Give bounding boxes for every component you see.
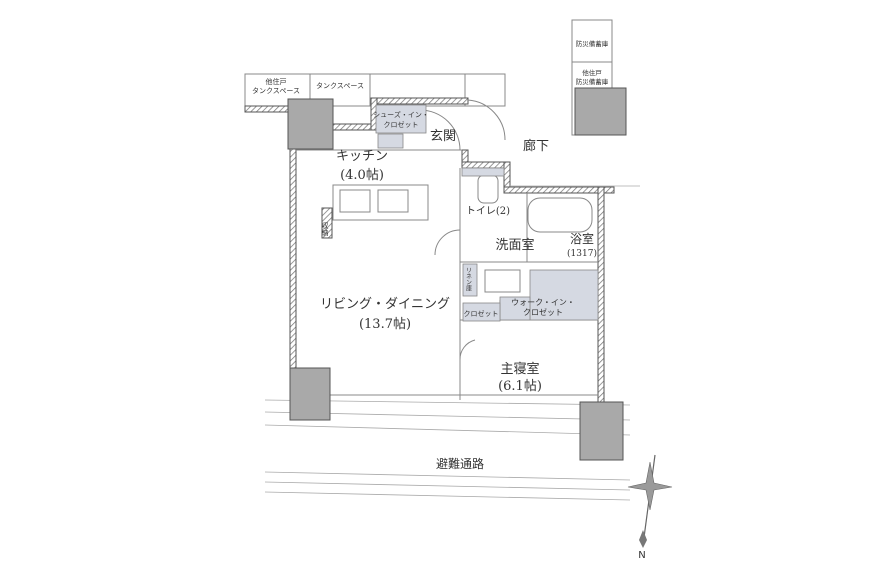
closet-area xyxy=(462,302,501,322)
linen-label: リネン庫 xyxy=(465,267,472,292)
washroom-label: 洗面室 xyxy=(495,237,534,253)
evacuation-path-label: 避難通路 xyxy=(436,456,484,471)
living-dining-label: リビング・ダイニング xyxy=(320,297,450,312)
linen-area xyxy=(462,263,478,297)
kitchen-label: キッチン xyxy=(336,149,388,164)
master-bedroom-label: 主寝室 xyxy=(500,361,539,377)
pillar xyxy=(574,87,627,136)
shoes-closet-label-1: シューズ・イン・ xyxy=(373,110,429,119)
entrance-label: 玄関 xyxy=(430,129,456,144)
walk-in-closet-label-1: ウォーク・イン・ xyxy=(511,298,575,307)
shoes-closet-shelf xyxy=(377,133,404,149)
living-dining-size: (13.7帖) xyxy=(359,317,411,332)
shoes-closet-label-2: クロゼット xyxy=(384,120,419,129)
tank-space-label: タンクスペース xyxy=(316,81,364,90)
master-bedroom-size: (6.1帖) xyxy=(498,379,542,394)
disaster-storage-other-label-2: 防災備蓄庫 xyxy=(576,77,609,86)
toilet-label: トイレ(2) xyxy=(466,206,510,217)
north-label: N xyxy=(638,550,645,561)
walk-in-closet-label-2: クロゼット xyxy=(523,307,563,317)
disaster-storage-label: 防災備蓄庫 xyxy=(576,39,609,48)
compass-icon xyxy=(627,454,673,548)
corridor-label: 廊下 xyxy=(523,138,549,154)
bath-label: 浴室 xyxy=(570,231,594,246)
toilet-shelf xyxy=(461,167,505,177)
walls xyxy=(244,97,615,403)
shoes-closet-area xyxy=(375,104,427,134)
walk-in-closet-area xyxy=(529,269,599,321)
pillar xyxy=(287,98,334,150)
pillar xyxy=(289,367,331,421)
tank-space-other-label-1: 他住戸 xyxy=(266,77,287,86)
bath-size: (1317) xyxy=(567,248,597,259)
disaster-storage-other-label-1: 他住戸 xyxy=(582,68,602,77)
storage-label: 収納 xyxy=(321,222,329,237)
pillar xyxy=(579,401,624,461)
closet-label: クロゼット xyxy=(464,309,499,318)
kitchen-size: (4.0帖) xyxy=(340,168,384,183)
tank-space-other-label-2: タンクスペース xyxy=(252,86,300,95)
